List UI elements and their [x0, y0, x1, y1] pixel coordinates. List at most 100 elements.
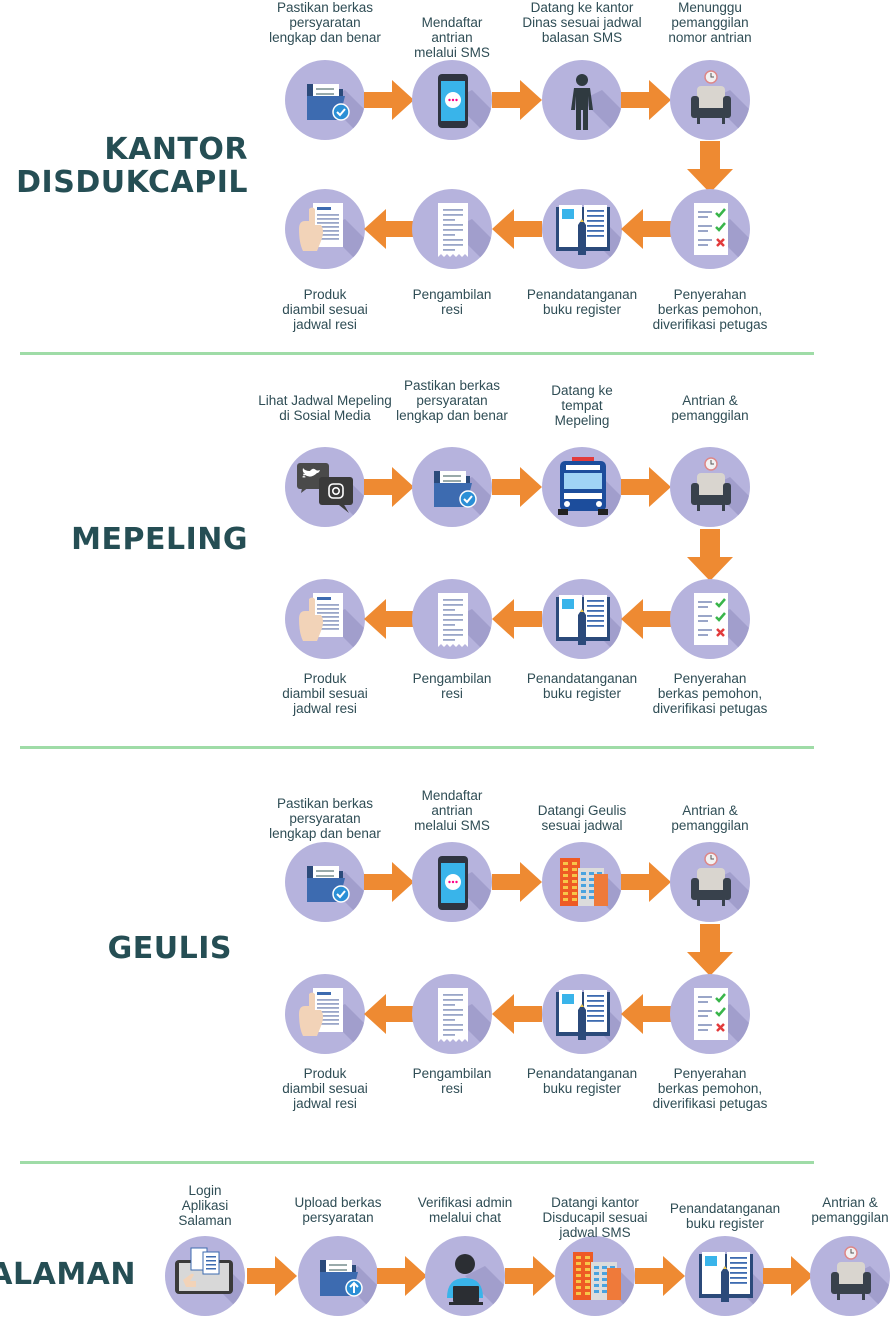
s4-step5-label: Penandatanganan buku register: [669, 1201, 781, 1231]
register-book-icon: [699, 1252, 765, 1316]
section-title-line: KANTOR: [104, 132, 248, 167]
arrow-right-icon: [492, 862, 542, 902]
section-divider: [20, 352, 814, 355]
s2-step3-label: Datang ke tempat Mepeling: [551, 383, 613, 428]
s3-step5-circle: [670, 974, 750, 1054]
arrow-right-icon: [762, 1256, 813, 1296]
folder-check-icon: [434, 471, 492, 527]
arrow-down-icon: [687, 140, 733, 193]
s3-step1-circle: [285, 842, 365, 922]
s3-step1-label: Pastikan berkas persyaratan lengkap dan …: [269, 796, 381, 841]
hand-document-icon: [299, 593, 365, 659]
s4-step3-circle: [425, 1236, 505, 1316]
s2-step1-label: Lihat Jadwal Mepeling di Sosial Media: [258, 393, 392, 423]
s3-step4-label: Antrian & pemanggilan: [671, 803, 749, 833]
arrow-left-icon: [621, 599, 671, 639]
arrow-left-icon: [621, 994, 671, 1034]
register-book-icon: [556, 990, 622, 1054]
arrow-right-icon: [363, 467, 414, 507]
arrow-right-icon: [492, 80, 542, 120]
arrow-left-icon: [363, 599, 414, 639]
folder-check-icon: [307, 84, 365, 140]
s1-step7-circle: [412, 189, 492, 269]
arrow-right-icon: [621, 80, 671, 120]
s3-step8-circle: [285, 974, 365, 1054]
person-walking-icon: [571, 74, 622, 140]
arrow-right-icon: [635, 1256, 685, 1296]
arrow-right-icon: [621, 467, 671, 507]
arrow-right-icon: [621, 862, 671, 902]
s4-step4-circle: [555, 1236, 635, 1316]
s2-step6-circle: [542, 579, 622, 659]
waiting-chair-icon: [691, 457, 750, 527]
receipt-icon: [438, 988, 492, 1054]
folder-upload-icon: [320, 1260, 378, 1316]
register-book-icon: [556, 205, 622, 269]
s1-step3-circle: [542, 60, 622, 140]
s1-step1-label: Pastikan berkas persyaratan lengkap dan …: [269, 0, 381, 45]
s3-step6-circle: [542, 974, 622, 1054]
s2-step4-label: Antrian & pemanggilan: [671, 393, 749, 423]
folder-check-icon: [307, 866, 365, 922]
receipt-icon: [438, 593, 492, 659]
buildings-icon: [560, 858, 622, 922]
hand-document-icon: [299, 988, 365, 1054]
section-title-line: SALAMAN: [0, 1257, 136, 1292]
s4-step4-label: Datangi kantor Disducapil sesuai jadwal …: [542, 1195, 648, 1240]
section-divider: [20, 746, 814, 749]
s4-step6-label: Antrian & pemanggilan: [811, 1195, 889, 1225]
s3-step7-circle: [412, 974, 492, 1054]
s2-step5-circle: [670, 579, 750, 659]
s4-step6-circle: [810, 1236, 890, 1316]
s2-step7-circle: [412, 579, 492, 659]
arrow-left-icon: [621, 209, 671, 249]
s3-step4-circle: [670, 842, 750, 922]
s3-step7-label: Pengambilan resi: [412, 1066, 492, 1096]
section-title-2: MEPELING: [71, 523, 248, 556]
arrow-down-icon: [687, 924, 733, 976]
checklist-icon: [694, 593, 750, 659]
s1-step8-label: Produk diambil sesuai jadwal resi: [282, 287, 368, 332]
phone-sms-icon: [438, 74, 492, 140]
waiting-chair-icon: [691, 70, 750, 140]
s4-step1-circle: [165, 1236, 245, 1316]
s4-step5-circle: [685, 1236, 765, 1316]
section-title-3: GEULIS: [108, 932, 232, 965]
section-title-line: DISDUKCAPIL: [16, 165, 248, 200]
s2-step8-circle: [285, 579, 365, 659]
bus-icon: [558, 457, 622, 527]
s2-step5-label: Penyerahan berkas pemohon, diverifikasi …: [652, 671, 768, 716]
arrow-right-icon: [492, 467, 542, 507]
arrow-left-icon: [492, 994, 542, 1034]
arrow-right-icon: [376, 1256, 427, 1296]
phone-sms-icon: [438, 856, 492, 922]
s3-step3-label: Datangi Geulis sesuai jadwal: [537, 803, 627, 833]
arrow-right-icon: [505, 1256, 555, 1296]
arrow-right-icon: [363, 862, 414, 902]
s3-step2-circle: [412, 842, 492, 922]
s2-step6-label: Penandatanganan buku register: [526, 671, 638, 701]
s1-step3-label: Datang ke kantor Dinas sesuai jadwal bal…: [522, 0, 642, 45]
s2-step4-circle: [670, 447, 750, 527]
arrow-down-icon: [687, 529, 733, 581]
arrow-left-icon: [492, 209, 542, 249]
checklist-icon: [694, 988, 750, 1054]
section-title-4: SALAMAN: [0, 1258, 136, 1291]
buildings-icon: [573, 1252, 635, 1316]
arrow-left-icon: [363, 994, 414, 1034]
s1-step5-label: Penyerahan berkas pemohon, diverifikasi …: [652, 287, 768, 332]
s1-step5-circle: [670, 189, 750, 269]
s2-step7-label: Pengambilan resi: [412, 671, 492, 701]
s1-step1-circle: [285, 60, 365, 140]
s1-step7-label: Pengambilan resi: [412, 287, 492, 317]
s1-step8-circle: [285, 189, 365, 269]
s4-step2-label: Upload berkas persyaratan: [294, 1195, 382, 1225]
s1-step2-circle: [412, 60, 492, 140]
section-divider: [20, 1161, 814, 1164]
receipt-icon: [438, 203, 492, 269]
s2-step2-label: Pastikan berkas persyaratan lengkap dan …: [396, 378, 508, 423]
s3-step3-circle: [542, 842, 622, 922]
tablet-app-icon: [175, 1247, 245, 1316]
checklist-icon: [694, 203, 750, 269]
